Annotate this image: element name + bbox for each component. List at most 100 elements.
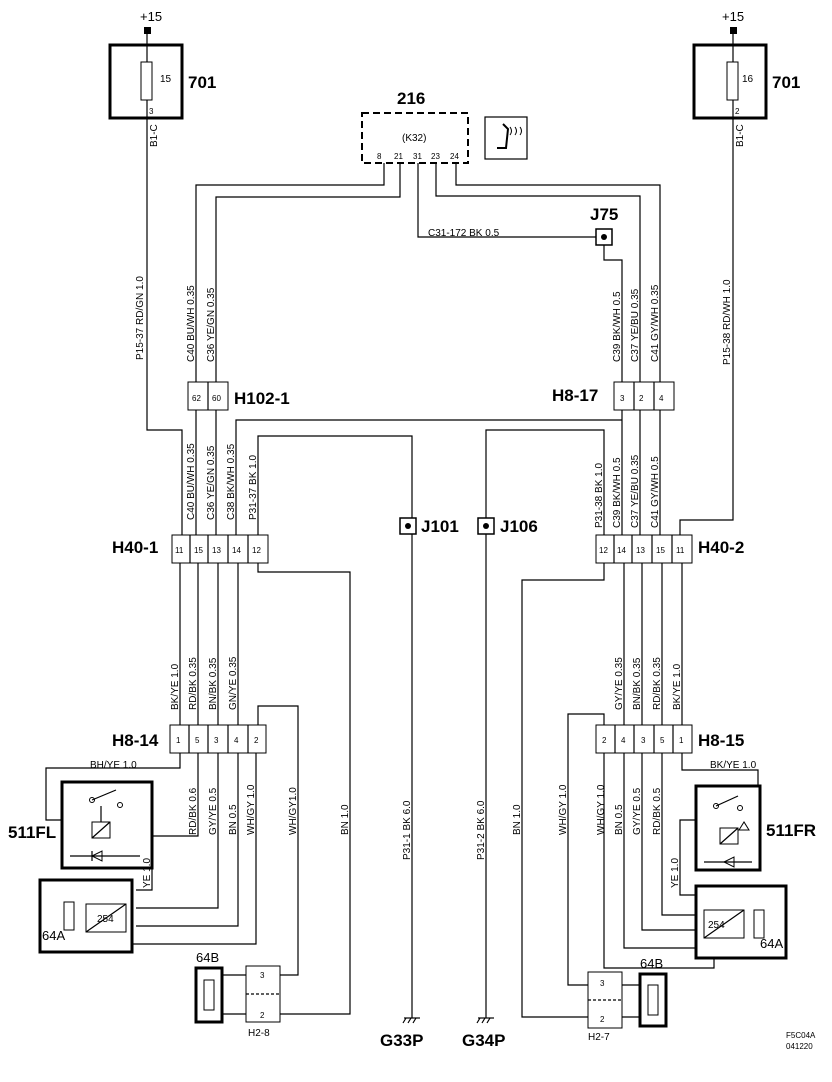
connector-h40-1: 11 15 13 14 12 H40-1	[112, 534, 269, 564]
connector-h40-2: 12 14 13 15 11 H40-2	[595, 534, 744, 564]
svg-text:254: 254	[97, 914, 114, 925]
svg-text:5: 5	[195, 736, 200, 745]
heater-element-64a-left: 254 64A	[38, 878, 134, 954]
svg-text:15: 15	[656, 546, 665, 555]
svg-text:11: 11	[676, 546, 685, 555]
svg-text:254: 254	[708, 920, 725, 931]
svg-text:4: 4	[234, 736, 239, 745]
switch-511fr: 511FR	[694, 784, 816, 872]
wire-label: BN 0.5	[228, 804, 239, 835]
svg-text:15: 15	[194, 546, 203, 555]
wire-label: C31-172 BK 0.5	[428, 228, 500, 239]
svg-text:H8-15: H8-15	[698, 731, 744, 750]
svg-text:14: 14	[232, 546, 241, 555]
svg-text:13: 13	[212, 546, 221, 555]
wire-label: C37 YE/BU 0.35	[630, 288, 641, 362]
wire-label: WH/GY 1.0	[596, 784, 607, 835]
heater-element-64b-left: 64B	[194, 950, 224, 1024]
svg-text:2: 2	[254, 736, 259, 745]
wire-label: P31-37 BK 1.0	[248, 455, 259, 520]
supply-left: +15	[140, 9, 162, 62]
wire-label: P15-37 RD/GN 1.0	[135, 276, 146, 360]
wire-label: RD/BK 0.5	[652, 787, 663, 835]
svg-text:+15: +15	[722, 9, 744, 24]
supply-right: +15	[722, 9, 744, 62]
svg-text:511FL: 511FL	[8, 823, 56, 842]
svg-text:3: 3	[260, 971, 265, 980]
heater-element-64b-right: 64B	[638, 956, 668, 1028]
top-wiring	[146, 163, 734, 535]
svg-text:14: 14	[617, 546, 626, 555]
splice-j101: J101	[399, 517, 459, 536]
connector-h8-17: 3 2 4 H8-17	[552, 381, 675, 535]
module-code: (K32)	[402, 133, 426, 144]
wire-label: C41 GY/WH 0.5	[650, 456, 661, 528]
wire-label: GY/YE 0.35	[614, 657, 625, 710]
connector-h102-1: 62 60 H102-1	[187, 381, 290, 535]
wire-label: WH/GY 1.0	[558, 784, 569, 835]
connector-h8-15: 2 4 3 5 1 H8-15	[595, 724, 744, 754]
heater-element-64a-right: 254 64A	[694, 884, 788, 960]
wire-label: C37 YE/BU 0.35	[630, 454, 641, 528]
svg-text:3: 3	[600, 979, 605, 988]
svg-text:B1-C: B1-C	[735, 124, 746, 147]
svg-text:G34P: G34P	[462, 1031, 505, 1050]
wire-label: RD/BK 0.6	[188, 787, 199, 835]
wire-label: P31-38 BK 1.0	[594, 463, 605, 528]
wire-label: WH/GY 1.0	[246, 784, 257, 835]
svg-text:24: 24	[450, 152, 459, 161]
svg-text:H40-2: H40-2	[698, 538, 744, 557]
svg-text:G33P: G33P	[380, 1031, 423, 1050]
wire-label: P31-1 BK 6.0	[402, 800, 413, 860]
svg-text:J75: J75	[590, 205, 618, 224]
svg-text:11: 11	[175, 546, 184, 555]
splice-j106: J106	[477, 517, 538, 536]
ground-g34p: G34P	[462, 1017, 505, 1050]
svg-text:J101: J101	[421, 517, 459, 536]
svg-text:H8-17: H8-17	[552, 386, 598, 405]
svg-text:64A: 64A	[42, 928, 65, 943]
wire-label: BK/YE 1.0	[672, 663, 683, 710]
svg-text:H40-1: H40-1	[112, 538, 158, 557]
switch-511fl: 511FL	[8, 780, 154, 870]
svg-text:64B: 64B	[640, 956, 663, 971]
wire-label: BK/YE 1.0	[170, 663, 181, 710]
svg-text:2: 2	[602, 736, 607, 745]
fuse-number: 15	[160, 74, 172, 85]
svg-text:4: 4	[621, 736, 626, 745]
wire-label: BH/YE 1.0	[90, 760, 137, 771]
wire-label: P15-38 RD/WH 1.0	[722, 279, 733, 365]
svg-text:H2-7: H2-7	[588, 1032, 610, 1043]
svg-text:H2-8: H2-8	[248, 1028, 270, 1039]
connector-h8-14: 1 5 3 4 2 H8-14	[112, 724, 267, 754]
svg-text:64A: 64A	[760, 936, 783, 951]
svg-text:60: 60	[212, 394, 221, 403]
wire-label: GN/YE 0.35	[228, 656, 239, 710]
svg-text:4: 4	[659, 394, 664, 403]
wire-label: C39 BK/WH 0.5	[612, 457, 623, 528]
wire-label: RD/BK 0.35	[652, 657, 663, 710]
svg-text:3: 3	[641, 736, 646, 745]
wire-label: YE 1.0	[670, 858, 681, 888]
svg-text:H102-1: H102-1	[234, 389, 290, 408]
svg-text:64B: 64B	[196, 950, 219, 965]
mid-wiring	[179, 563, 683, 1018]
fuse-pin: 3	[149, 107, 154, 116]
fuse-box-right: 16 2 701 B1-C	[692, 43, 800, 168]
wire-label: P31-2 BK 6.0	[476, 800, 487, 860]
wire-label: C39 BK/WH 0.5	[612, 291, 623, 362]
svg-text:2: 2	[600, 1015, 605, 1024]
svg-text:23: 23	[431, 152, 440, 161]
svg-text:J106: J106	[500, 517, 538, 536]
ground-g33p: G33P	[380, 1017, 423, 1050]
wire-label: BN 0.5	[614, 804, 625, 835]
svg-text:3: 3	[214, 736, 219, 745]
connector-h2-7: 3 2 H2-7	[587, 971, 623, 1043]
control-module-216: 216 (K32) 8 21 31 23 24	[361, 89, 469, 164]
fuse-pin: 2	[735, 107, 740, 116]
wire-label: C38 BK/WH 0.35	[226, 443, 237, 520]
wire-label: WH/GY1.0	[288, 787, 299, 835]
wire-label: C41 GY/WH 0.35	[650, 284, 661, 362]
svg-text:5: 5	[660, 736, 665, 745]
